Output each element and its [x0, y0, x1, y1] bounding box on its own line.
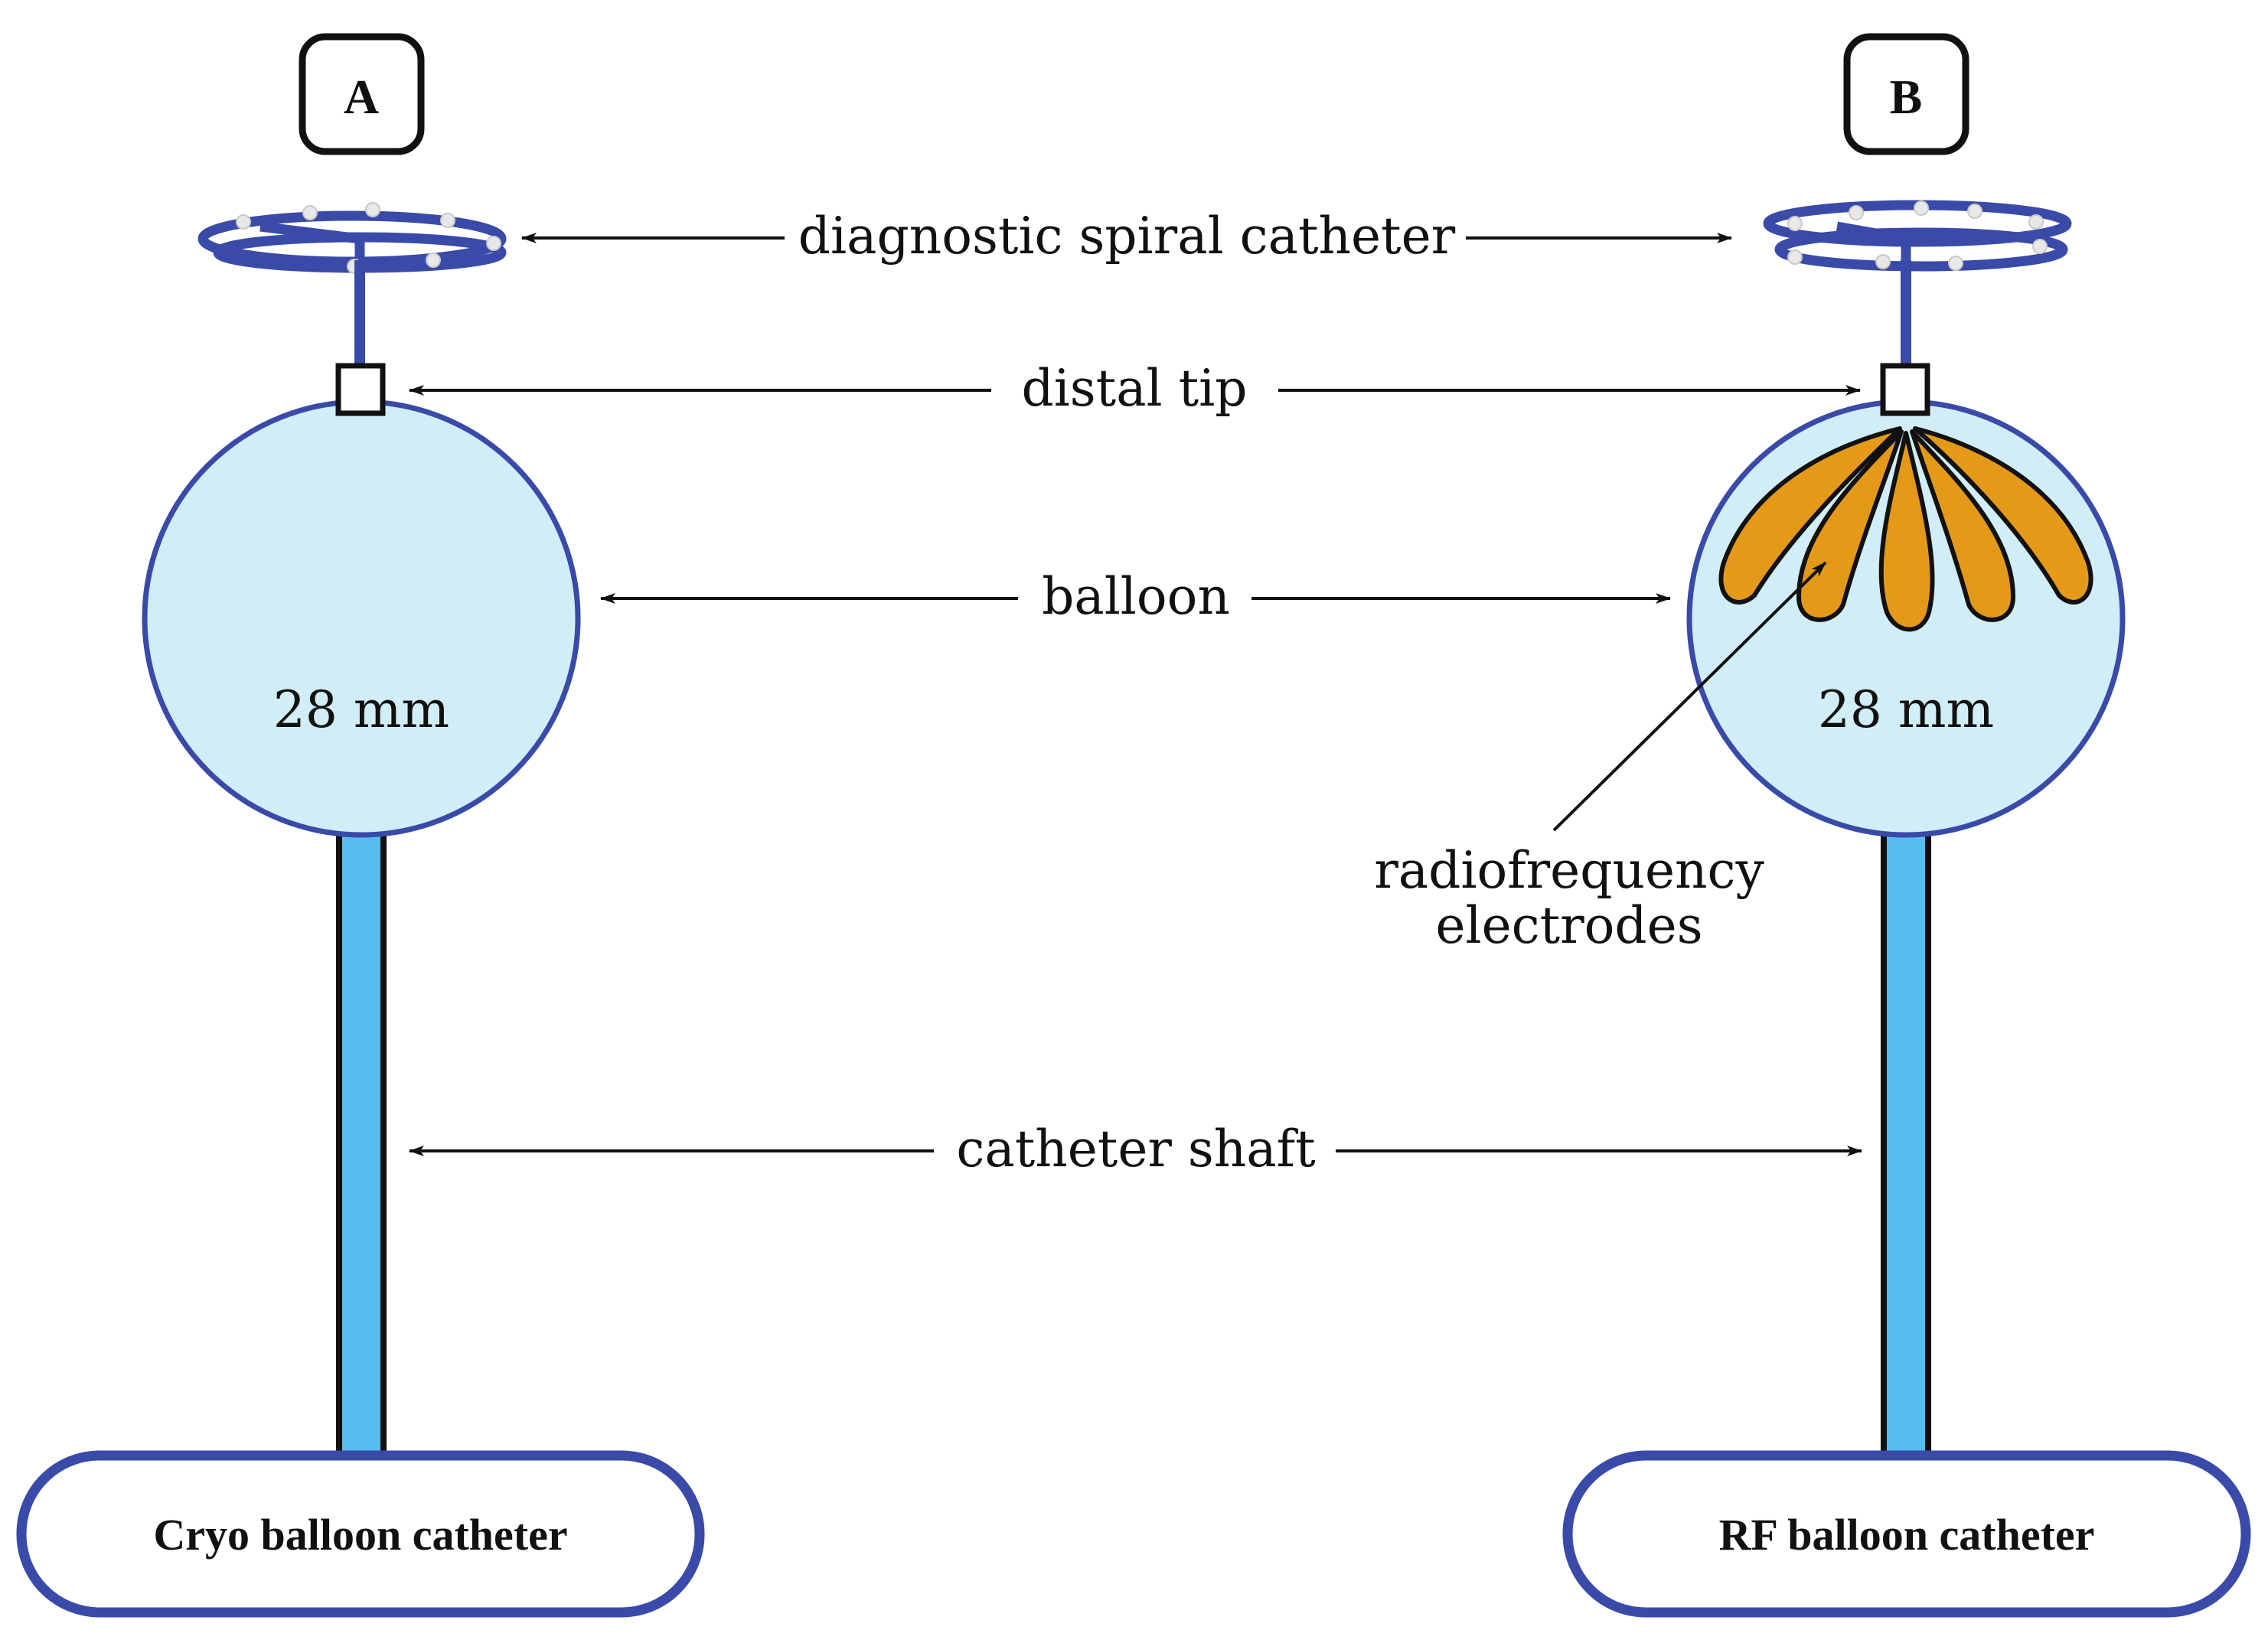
rf-electrode-1: [1718, 426, 1902, 605]
panel-a-badge: [299, 33, 425, 155]
balloon-a-size-label: 28 mm: [273, 680, 449, 739]
callouts: [409, 233, 1862, 1156]
distal-tip-b: [1880, 363, 1930, 416]
balloon-a: [142, 399, 581, 838]
balloon-b-size-label: 28 mm: [1818, 680, 1994, 739]
balloon-label: balloon: [1042, 567, 1230, 626]
rf-electrode-4: [1910, 429, 2015, 622]
spiral-electrode-dots-b: [1787, 200, 2048, 271]
distal-tip-label: distal tip: [1021, 359, 1247, 418]
panel-b: B: [1562, 33, 2251, 1618]
electrodes-arrow: [1552, 561, 1827, 832]
catheter-shaft-a: [336, 823, 387, 1461]
handle-b-label: RF balloon catheter: [1719, 1510, 2095, 1560]
rf-electrode-3: [1878, 431, 1935, 632]
electrodes-label-line2: electrodes: [1435, 896, 1702, 955]
distal-tip-a: [335, 363, 386, 416]
spiral-catheter-label: diagnostic spiral catheter: [798, 207, 1456, 266]
electrodes-label-line1: radiofrequency: [1374, 841, 1764, 900]
spiral-catheter-a: [197, 202, 507, 367]
handle-a: [16, 1450, 705, 1618]
panel-b-badge: [1843, 33, 1969, 155]
rf-electrode-5: [1913, 426, 2093, 605]
catheter-shaft-label: catheter shaft: [956, 1120, 1315, 1178]
panel-a-badge-label: A: [344, 70, 379, 124]
catheter-shaft-b: [1881, 823, 1931, 1461]
handle-b: [1562, 1450, 2251, 1618]
panel-b-badge-label: B: [1890, 70, 1923, 124]
spiral-catheter-b: [1763, 200, 2072, 367]
panel-a: A 28 mm Cryo balloon cathet: [16, 33, 705, 1618]
handle-a-label: Cryo balloon catheter: [153, 1510, 567, 1560]
